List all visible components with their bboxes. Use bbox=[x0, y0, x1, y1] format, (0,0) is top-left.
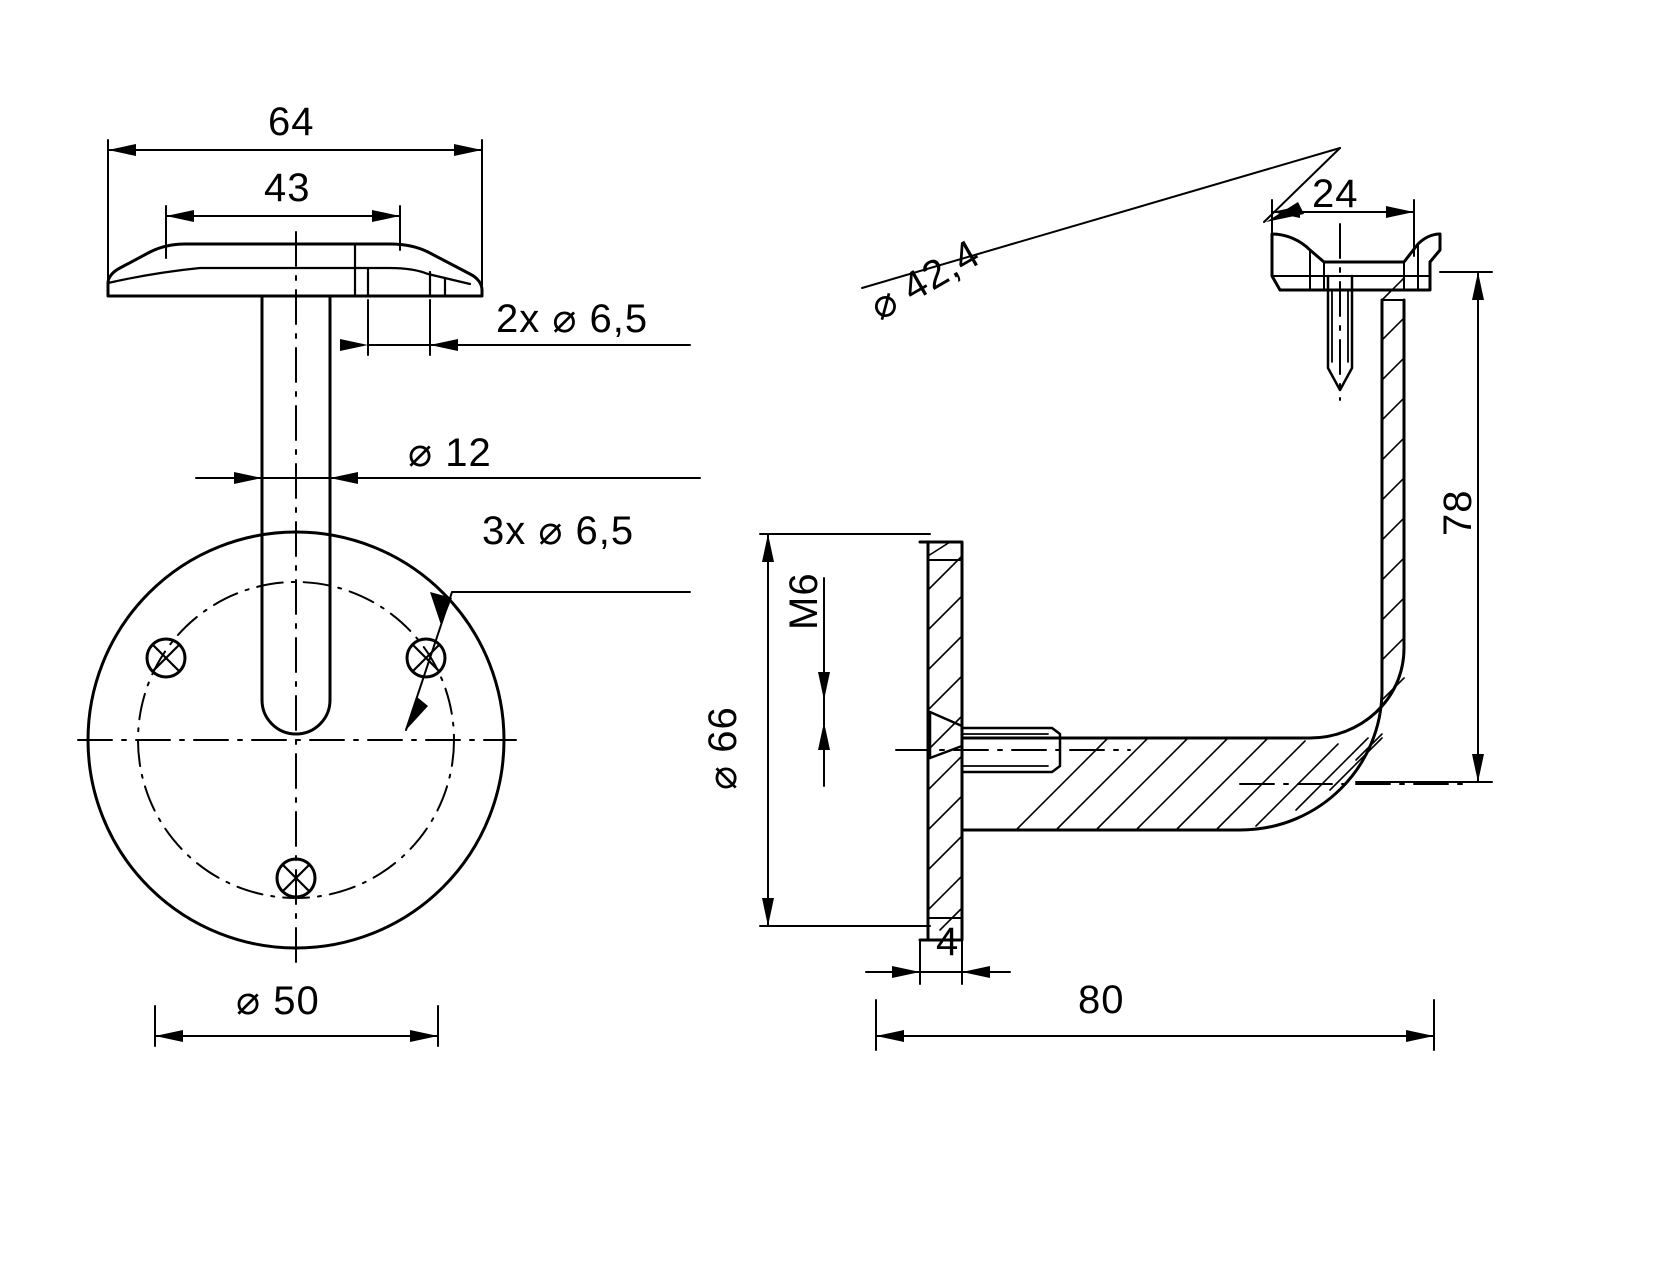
dimension-label-4: 4 bbox=[936, 920, 960, 964]
dimension-label-12: ⌀ 12 bbox=[408, 431, 492, 475]
leader-3x65-arrow bbox=[406, 592, 452, 730]
dimension-50-line bbox=[154, 1005, 439, 1047]
front-view-mounting-holes bbox=[145, 637, 447, 899]
dimension-m6-arrows bbox=[818, 672, 830, 750]
dimension-43-arrows bbox=[166, 210, 400, 222]
dimension-12-arrows bbox=[234, 472, 358, 484]
side-view-centerlines bbox=[895, 223, 1471, 785]
dimension-66-line bbox=[759, 533, 931, 927]
dimension-label-80: 80 bbox=[1078, 978, 1125, 1022]
dimension-80-arrows bbox=[876, 1030, 1434, 1042]
dimension-4-arrows bbox=[892, 966, 990, 978]
dimension-64-line bbox=[107, 139, 483, 291]
dimension-label-2x-6-5: 2x ⌀ 6,5 bbox=[496, 297, 649, 341]
dimension-43-line bbox=[165, 205, 401, 259]
front-view-saddle bbox=[106, 242, 484, 298]
side-view-wall-plate-hatch bbox=[927, 541, 963, 931]
dimension-66-arrows bbox=[762, 534, 774, 926]
dimension-78-line bbox=[1355, 271, 1493, 783]
dimension-label-24: 24 bbox=[1312, 172, 1359, 216]
dimension-label-50: ⌀ 50 bbox=[236, 979, 320, 1023]
side-view-arm-hatch bbox=[1015, 277, 1405, 831]
front-view-arm bbox=[260, 294, 332, 736]
dimension-2x65-arrows bbox=[340, 339, 458, 351]
side-view-top-screw bbox=[1326, 274, 1354, 392]
dimension-24-arrows bbox=[1272, 206, 1414, 218]
dimension-label-m6: M6 bbox=[782, 572, 826, 630]
dimension-label-43: 43 bbox=[264, 166, 311, 210]
side-view-m6-screw bbox=[928, 710, 1062, 774]
dimension-78-arrows bbox=[1472, 272, 1484, 782]
dimension-80-line bbox=[875, 999, 1435, 1051]
side-view-saddle bbox=[1270, 232, 1442, 292]
dimension-64-arrows bbox=[108, 144, 482, 156]
dimension-label-66: ⌀ 66 bbox=[701, 706, 745, 790]
leader-424 bbox=[861, 147, 1341, 289]
dimension-50-arrows bbox=[155, 1030, 438, 1042]
front-view-centerlines bbox=[77, 231, 517, 963]
dimension-label-78: 78 bbox=[1436, 489, 1480, 537]
leader-3x65 bbox=[405, 591, 691, 731]
dimension-2x65-line bbox=[367, 299, 691, 356]
dimension-label-3x-6-5: 3x ⌀ 6,5 bbox=[482, 509, 635, 553]
dimension-label-64: 64 bbox=[268, 100, 315, 144]
